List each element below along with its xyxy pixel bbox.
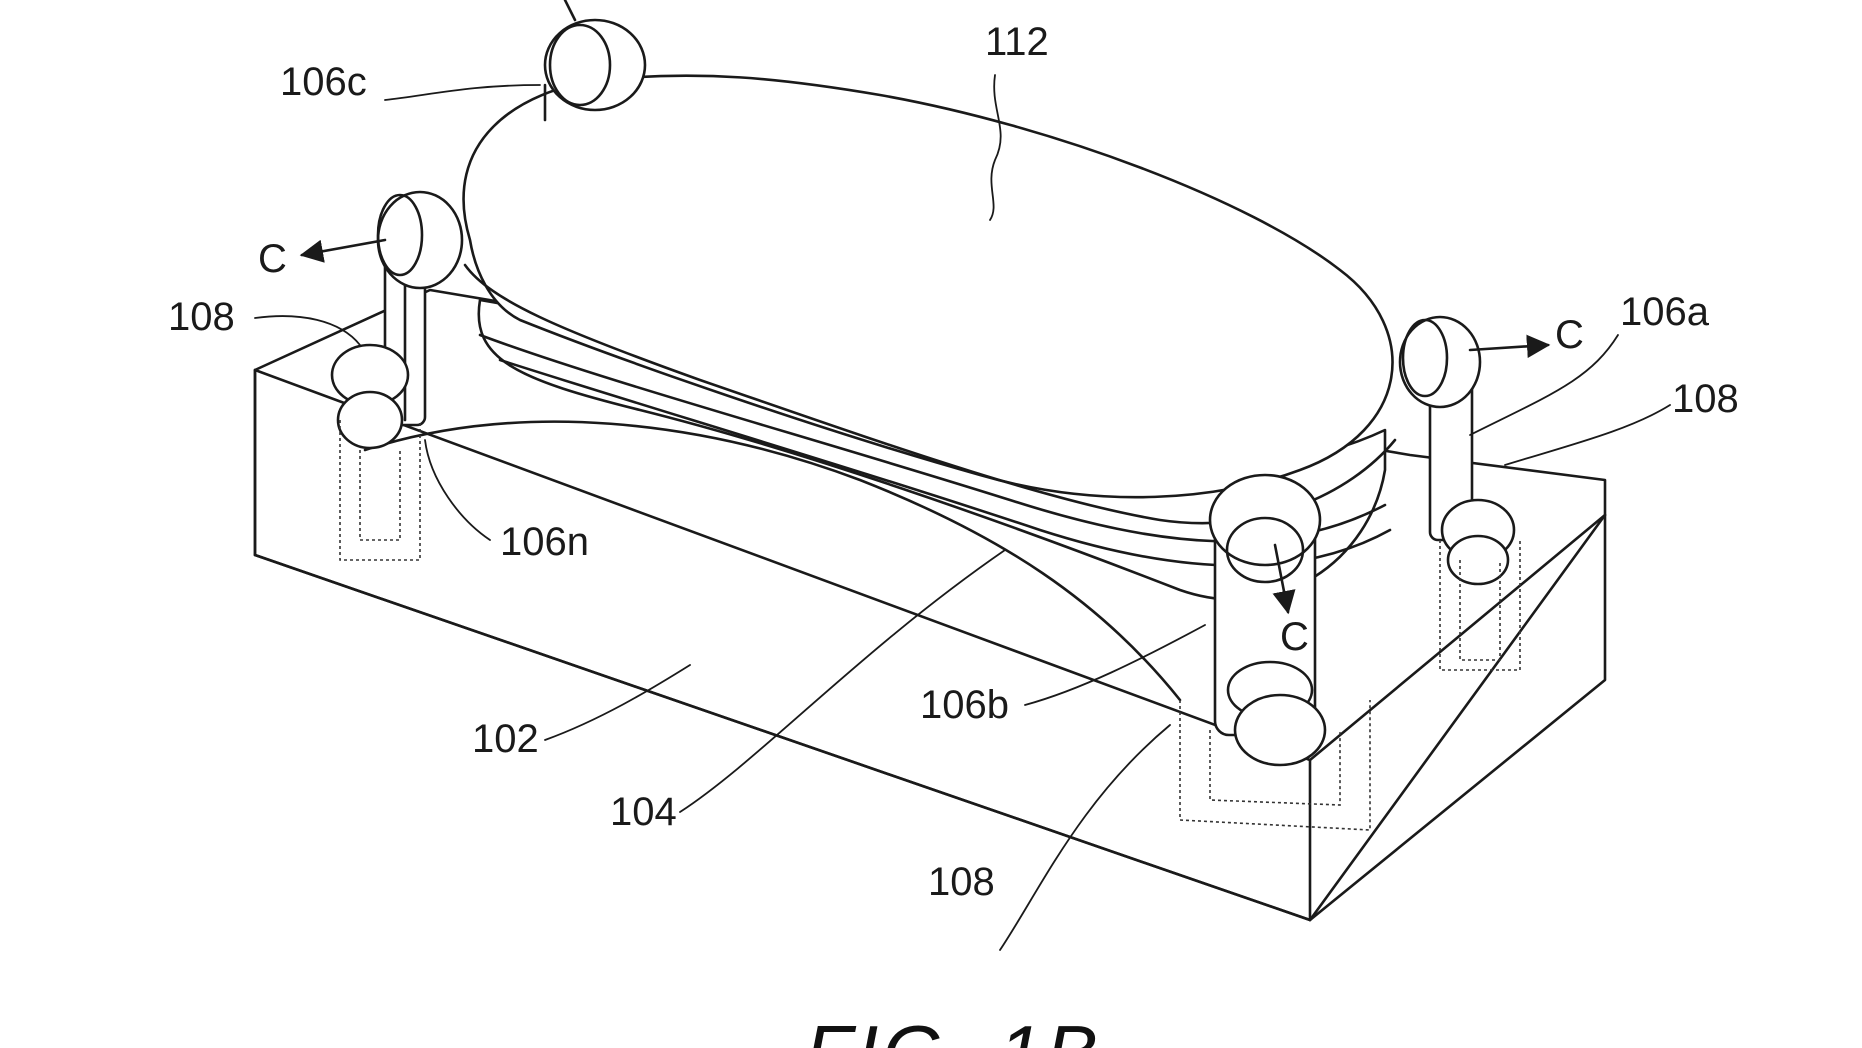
label-108-right: 108 — [1672, 377, 1739, 421]
label-106n: 106n — [500, 520, 589, 564]
roller-106n — [330, 190, 464, 561]
label-108-bottom: 108 — [928, 860, 995, 904]
curved-surface — [363, 420, 1182, 702]
label-106c: 106c — [280, 60, 367, 104]
figure-caption: FIG. 1B — [805, 1009, 1102, 1048]
leader-lines — [254, 74, 1671, 951]
roller-106a — [1398, 315, 1521, 671]
label-108-left: 108 — [168, 295, 235, 339]
label-106b: 106b — [920, 683, 1009, 727]
direction-arrows — [299, 238, 1551, 615]
label-106a: 106a — [1620, 290, 1710, 334]
label-c-right: C — [1555, 313, 1584, 357]
reference-labels: 112 106c 108 C 106n C 106a 108 C 106b 10… — [168, 20, 1739, 904]
label-104: 104 — [610, 790, 677, 834]
roller-106c — [543, 0, 647, 122]
label-102: 102 — [472, 717, 539, 761]
label-112: 112 — [985, 20, 1049, 64]
roller-106b — [1179, 473, 1371, 831]
label-c-front: C — [1280, 615, 1309, 659]
label-c-left: C — [258, 237, 287, 281]
